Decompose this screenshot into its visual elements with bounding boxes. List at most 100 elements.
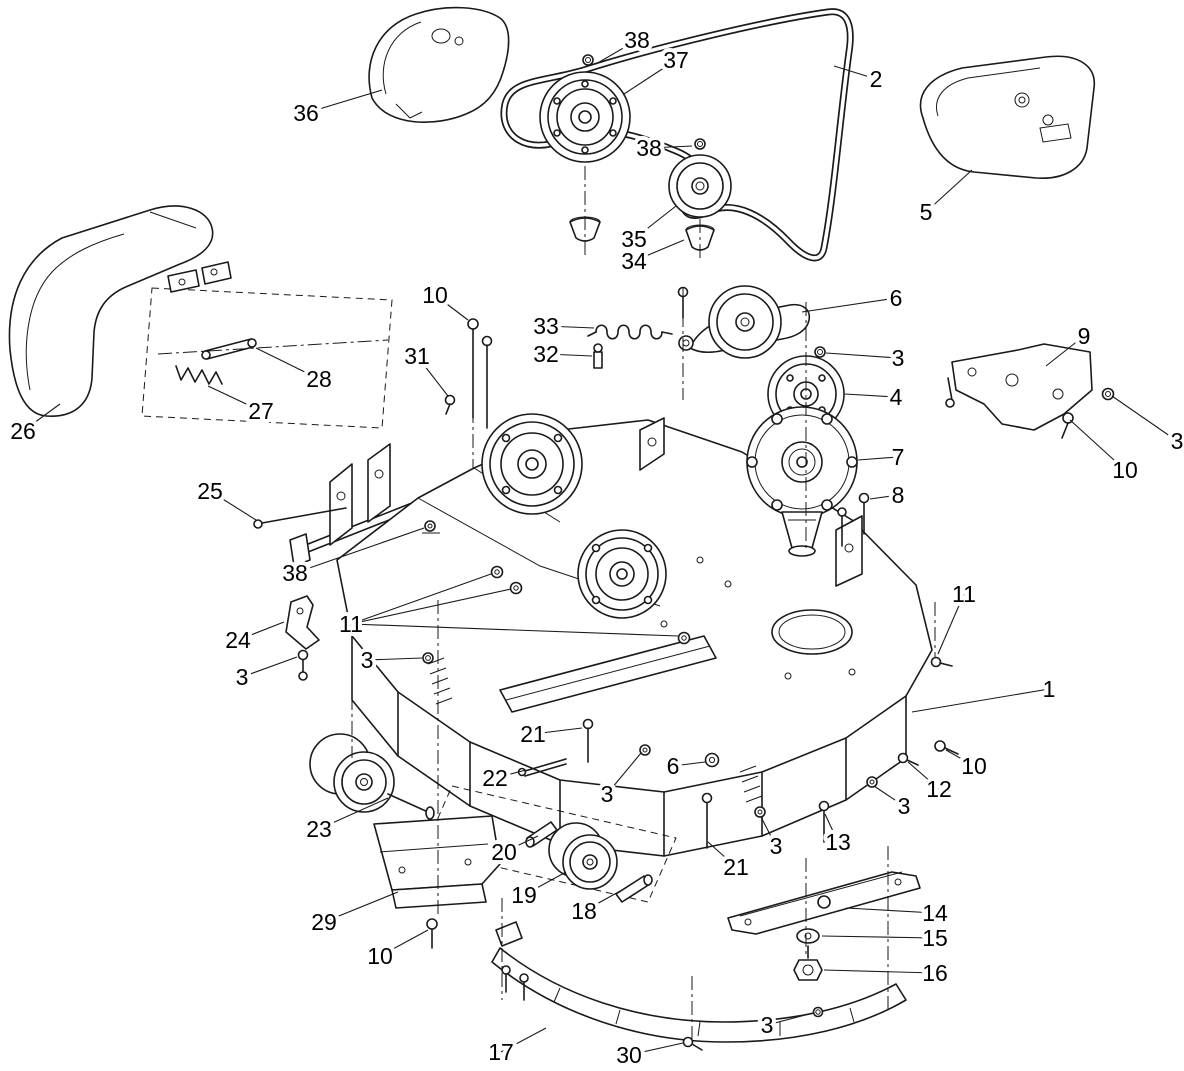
callout-11: 11: [952, 581, 976, 607]
leader-line: [237, 621, 285, 641]
callout-29: 29: [311, 909, 337, 935]
callout-10: 10: [367, 943, 393, 969]
callout-38: 38: [636, 135, 662, 161]
leader-line: [500, 1027, 547, 1053]
leader-line: [857, 456, 899, 461]
leader-line: [1069, 419, 1126, 471]
callout-30: 30: [616, 1042, 642, 1068]
leader-line: [937, 593, 965, 655]
leader-line: [945, 749, 975, 767]
baffle-29-drawing: [373, 815, 501, 949]
leader-line: [633, 239, 685, 262]
callout-6: 6: [890, 285, 903, 311]
leader-line: [869, 494, 899, 500]
callout-18: 18: [571, 898, 597, 924]
leader-line: [823, 969, 936, 974]
leader-line: [766, 1012, 814, 1026]
callout-10: 10: [961, 753, 987, 779]
callout-3: 3: [236, 664, 249, 690]
housing-7-drawing: [746, 406, 870, 557]
leader-line: [255, 347, 320, 380]
callout-15: 15: [922, 925, 948, 951]
callout-38: 38: [282, 560, 308, 586]
callout-28: 28: [306, 366, 332, 392]
callout-20: 20: [491, 839, 517, 865]
rollers-drawing: [309, 733, 677, 903]
leader-line: [366, 657, 423, 661]
leader-line: [350, 623, 679, 637]
callout-4: 4: [890, 384, 903, 410]
callout-17: 17: [488, 1039, 514, 1065]
leader-line: [22, 403, 61, 432]
pulley-35-drawing: [668, 138, 732, 251]
leader-line: [873, 785, 905, 807]
leader-line: [821, 935, 936, 939]
leader-line: [523, 871, 567, 896]
belt-drawing: [500, 8, 854, 262]
callout-10: 10: [1112, 457, 1138, 483]
leader-line: [318, 797, 389, 830]
callout-19: 19: [511, 882, 537, 908]
callout-2: 2: [870, 66, 883, 92]
callout-31: 31: [404, 343, 430, 369]
leader-line: [648, 145, 693, 149]
spindle-left-drawing: [481, 413, 583, 515]
callout-1: 1: [1043, 676, 1056, 702]
callout-21: 21: [520, 721, 546, 747]
callout-33: 33: [533, 313, 559, 339]
callout-16: 16: [922, 960, 948, 986]
callout-26: 26: [10, 418, 36, 444]
callout-36: 36: [293, 100, 319, 126]
leader-line: [545, 353, 593, 357]
callout-38: 38: [624, 27, 650, 53]
leader-line: [833, 65, 877, 80]
bracket-9-drawing: [945, 343, 1115, 439]
callout-3: 3: [601, 781, 614, 807]
callout-7: 7: [892, 444, 905, 470]
leader-line: [824, 813, 839, 843]
leader-line: [825, 352, 899, 359]
baffle-17-drawing: [491, 921, 907, 1051]
deflector-26-drawing: [8, 205, 393, 429]
spindle-center-drawing: [577, 529, 667, 619]
callout-3: 3: [1171, 428, 1184, 454]
callout-34: 34: [621, 248, 647, 274]
leader-line: [379, 929, 429, 957]
cover-36-drawing: [368, 6, 510, 123]
callout-3: 3: [892, 345, 905, 371]
leader-line: [707, 841, 737, 868]
callout-23: 23: [306, 816, 332, 842]
leader-line: [1045, 335, 1085, 367]
leader-line: [503, 835, 539, 853]
leader-line: [209, 490, 257, 521]
leader-line: [907, 761, 940, 790]
callout-21: 21: [723, 854, 749, 880]
callout-3: 3: [898, 793, 911, 819]
leader-line: [845, 907, 936, 914]
callout-13: 13: [825, 829, 851, 855]
hardware-upper-drawing: [253, 318, 953, 681]
leader-line: [925, 169, 973, 213]
leader-line: [350, 588, 512, 625]
leader-line: [434, 294, 469, 321]
callout-3: 3: [761, 1012, 774, 1038]
pulley-37-drawing: [539, 54, 631, 242]
callout-22: 22: [482, 765, 508, 791]
callout-5: 5: [920, 199, 933, 225]
idler-arm-6-drawing: [677, 285, 811, 359]
callout-8: 8: [892, 482, 905, 508]
callout-10: 10: [422, 282, 448, 308]
hardware-front-drawing: [517, 718, 959, 849]
leader-line: [606, 752, 642, 795]
callout-12: 12: [926, 776, 952, 802]
leader-line: [595, 39, 638, 65]
callout-35: 35: [621, 226, 647, 252]
leader-line: [760, 816, 777, 847]
callout-11: 11: [339, 611, 363, 637]
callout-32: 32: [533, 341, 559, 367]
leader-line: [628, 1042, 684, 1056]
leader-line: [672, 761, 706, 767]
leader-line: [416, 355, 449, 397]
